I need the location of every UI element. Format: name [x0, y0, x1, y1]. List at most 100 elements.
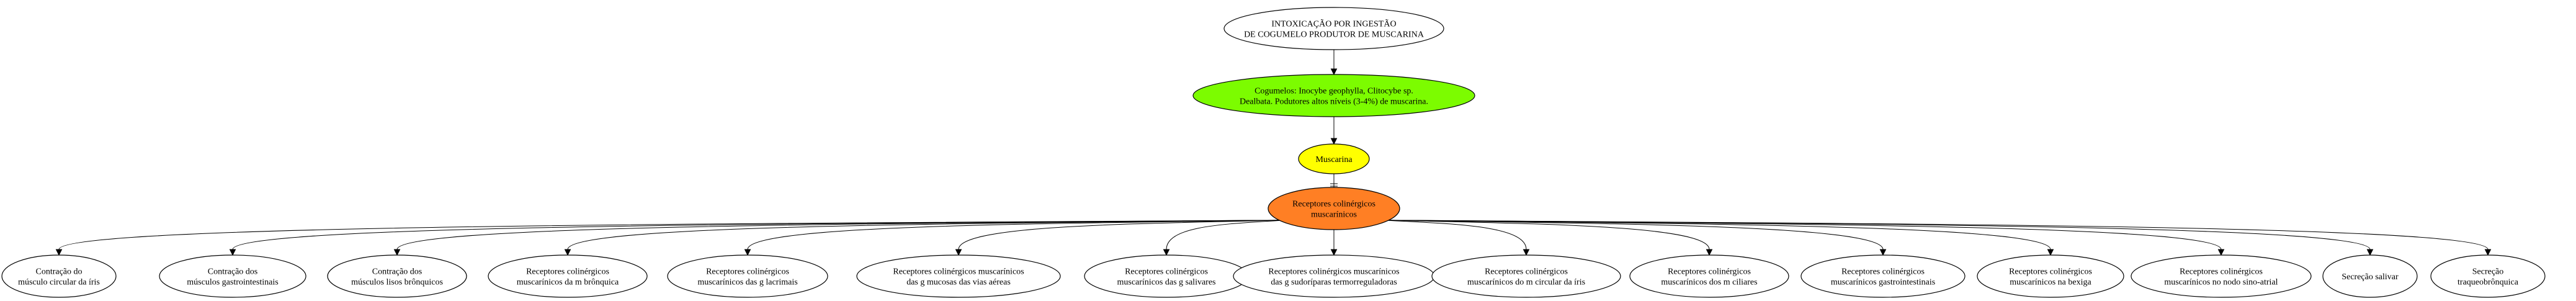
node-ellipse: [1, 254, 117, 298]
arrow-head: [2366, 249, 2374, 256]
arrow-head: [1330, 249, 1338, 256]
node-label-line: músculos gastrointestinais: [187, 278, 278, 287]
node-ellipse: [327, 254, 467, 298]
node-ellipse: [159, 254, 306, 298]
node-label-line: INTOXICAÇÃO POR INGESTÃO: [1271, 19, 1396, 29]
edge-agent-to-receptor: [1330, 174, 1338, 187]
arrow-head: [1706, 249, 1713, 256]
node-ellipse: [1298, 143, 1370, 174]
edge-receptor-to-e10: [1383, 220, 1713, 256]
edge-line: [232, 220, 1285, 250]
node-label-line: muscarínicos do m circular da íris: [1467, 278, 1585, 287]
arrow-head: [2047, 249, 2054, 256]
node-label-line: traqueobrônquica: [2457, 278, 2519, 287]
edge-receptor-to-e6: [955, 220, 1285, 256]
edge-line: [1383, 220, 1884, 250]
edge-line: [1383, 220, 2371, 250]
edge-receptor-to-e9: [1383, 220, 1530, 256]
edge-receptor-to-e7: [1163, 220, 1285, 256]
node-ellipse: [1192, 74, 1475, 117]
node-e8: Receptores colinérgicos muscarínicosdas …: [1233, 254, 1435, 298]
arrow-head: [564, 249, 571, 256]
node-label-line: Receptores colinérgicos: [2009, 267, 2092, 277]
node-agent: Muscarina: [1298, 143, 1370, 174]
node-label-line: Dealbata. Podutores altos níveis (3-4%) …: [1240, 97, 1428, 107]
node-ellipse: [1268, 187, 1400, 230]
node-label-line: Receptores colinérgicos: [706, 267, 789, 277]
node-ellipse: [856, 254, 1061, 298]
edge-receptor-to-e5: [744, 220, 1285, 256]
node-label-line: Contração dos: [372, 267, 422, 277]
node-e14: Secreção salivar: [2322, 254, 2418, 298]
arrow-head: [1330, 68, 1338, 76]
node-ellipse: [1800, 254, 1966, 298]
node-label-line: das g sudoríparas termorreguladoras: [1271, 278, 1397, 287]
arrow-head: [2484, 249, 2492, 256]
edge-receptor-to-e4: [564, 220, 1285, 256]
arrow-head: [744, 249, 751, 256]
edge-line: [1166, 220, 1285, 250]
arrow-head: [55, 249, 63, 256]
node-ellipse: [2322, 254, 2418, 298]
node-label-line: Receptores colinérgicos: [1668, 267, 1751, 277]
node-label-line: Contração dos: [208, 267, 257, 277]
edge-receptor-to-e8: [1330, 230, 1338, 256]
edge-receptor-to-e15: [1383, 220, 2492, 256]
node-ellipse: [488, 254, 648, 298]
node-label-line: das g mucosas das vias aéreas: [906, 278, 1011, 287]
node-label-line: muscarínicos no nodo sino-atrial: [2164, 278, 2278, 287]
arrow-head: [1523, 249, 1530, 256]
edge-receptor-to-e3: [393, 220, 1285, 256]
arrow-head: [393, 249, 401, 256]
node-label-line: Contração do: [35, 267, 82, 277]
edges-layer: [55, 50, 2492, 256]
node-label-line: Receptores colinérgicos: [1485, 267, 1568, 277]
edge-line: [396, 220, 1285, 250]
edge-line: [958, 220, 1285, 250]
node-label-line: músculo circular da íris: [18, 278, 100, 287]
node-label-line: muscarínicos das g lacrimais: [697, 278, 797, 287]
edge-line: [58, 220, 1285, 250]
node-ellipse: [2131, 254, 2312, 298]
arrow-head: [955, 249, 962, 256]
node-ellipse: [1431, 254, 1621, 298]
arrow-head: [229, 249, 236, 256]
node-label-line: Cogumelos: Inocybe geophylla, Clitocybe …: [1254, 87, 1413, 96]
node-label-line: Muscarina: [1315, 155, 1353, 164]
node-ellipse: [667, 254, 828, 298]
node-label-line: muscarínicos dos m ciliares: [1661, 278, 1757, 287]
node-ellipse: [1977, 254, 2124, 298]
edge-line: [1383, 220, 1527, 250]
node-label-line: Receptores colinérgicos: [1125, 267, 1208, 277]
node-label-line: Secreção salivar: [2341, 272, 2399, 282]
node-label-line: Receptores colinérgicos: [2180, 267, 2263, 277]
edge-line: [567, 220, 1285, 250]
node-label-line: Receptores colinérgicos muscarínicos: [1268, 267, 1399, 277]
edge-line: [747, 220, 1285, 250]
node-label-line: muscarínicos da m brônquica: [517, 278, 619, 287]
edge-receptor-to-e13: [1383, 220, 2225, 256]
node-label-line: músculos lisos brônquicos: [351, 278, 443, 287]
edge-line: [1383, 220, 2222, 250]
node-e6: Receptores colinérgicos muscarínicosdas …: [856, 254, 1061, 298]
arrow-head: [1163, 249, 1170, 256]
node-ellipse: [1629, 254, 1789, 298]
node-ellipse: [1223, 7, 1444, 50]
edge-line: [1383, 220, 2489, 250]
edge-source-to-agent: [1330, 117, 1338, 145]
node-label-line: DE COGUMELO PRODUTOR DE MUSCARINA: [1244, 30, 1424, 40]
